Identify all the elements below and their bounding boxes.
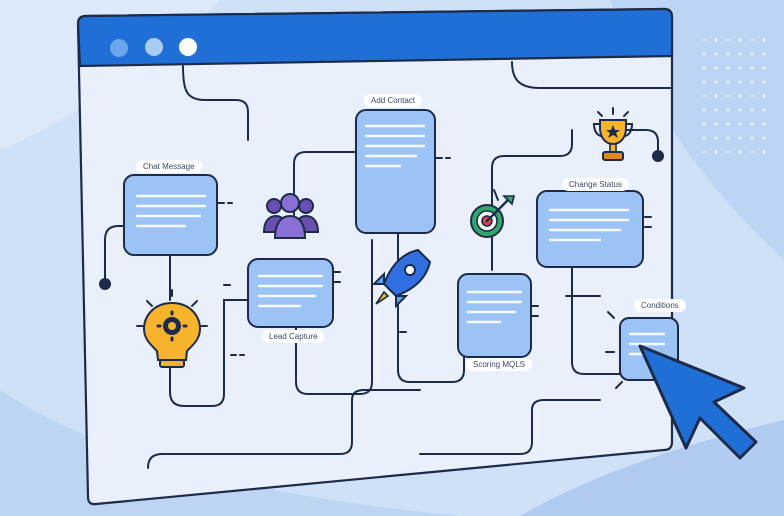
- background-blob-bottom-right: [520, 420, 784, 516]
- node-label-lead-capture: Lead Capture: [262, 330, 325, 343]
- node-label-scoring-mqls: Scoring MQLS: [466, 358, 533, 371]
- node-label-chat-message: Chat Message: [136, 160, 202, 173]
- node-label-conditions: Conditions: [634, 299, 686, 312]
- people-group-icon: [262, 193, 320, 239]
- window-dot-2[interactable]: [145, 38, 163, 56]
- tick-marks: [217, 157, 652, 356]
- node-add-contact[interactable]: [355, 109, 436, 234]
- window-dot-3[interactable]: [179, 38, 197, 56]
- connector-endpoint-right: [652, 150, 664, 162]
- node-scoring-mqls[interactable]: [457, 273, 532, 358]
- cursor-arrow-icon: [638, 344, 758, 460]
- dot-pattern: [702, 38, 766, 154]
- lightbulb-gear-icon: [136, 289, 208, 368]
- target-dart-icon: [470, 189, 516, 238]
- browser-window: [76, 7, 674, 506]
- node-lead-capture[interactable]: [247, 258, 334, 328]
- connector-lines: [104, 61, 673, 469]
- rocket-icon: [371, 248, 432, 309]
- trophy-icon: [592, 107, 634, 161]
- node-label-add-contact: Add Contact: [364, 94, 423, 107]
- node-label-change-status: Change Status: [562, 178, 629, 191]
- node-change-status[interactable]: [536, 190, 644, 268]
- connector-endpoint-left: [99, 278, 111, 290]
- window-dot-1[interactable]: [110, 39, 128, 57]
- node-chat-message[interactable]: [123, 174, 218, 256]
- title-bar: [76, 7, 674, 68]
